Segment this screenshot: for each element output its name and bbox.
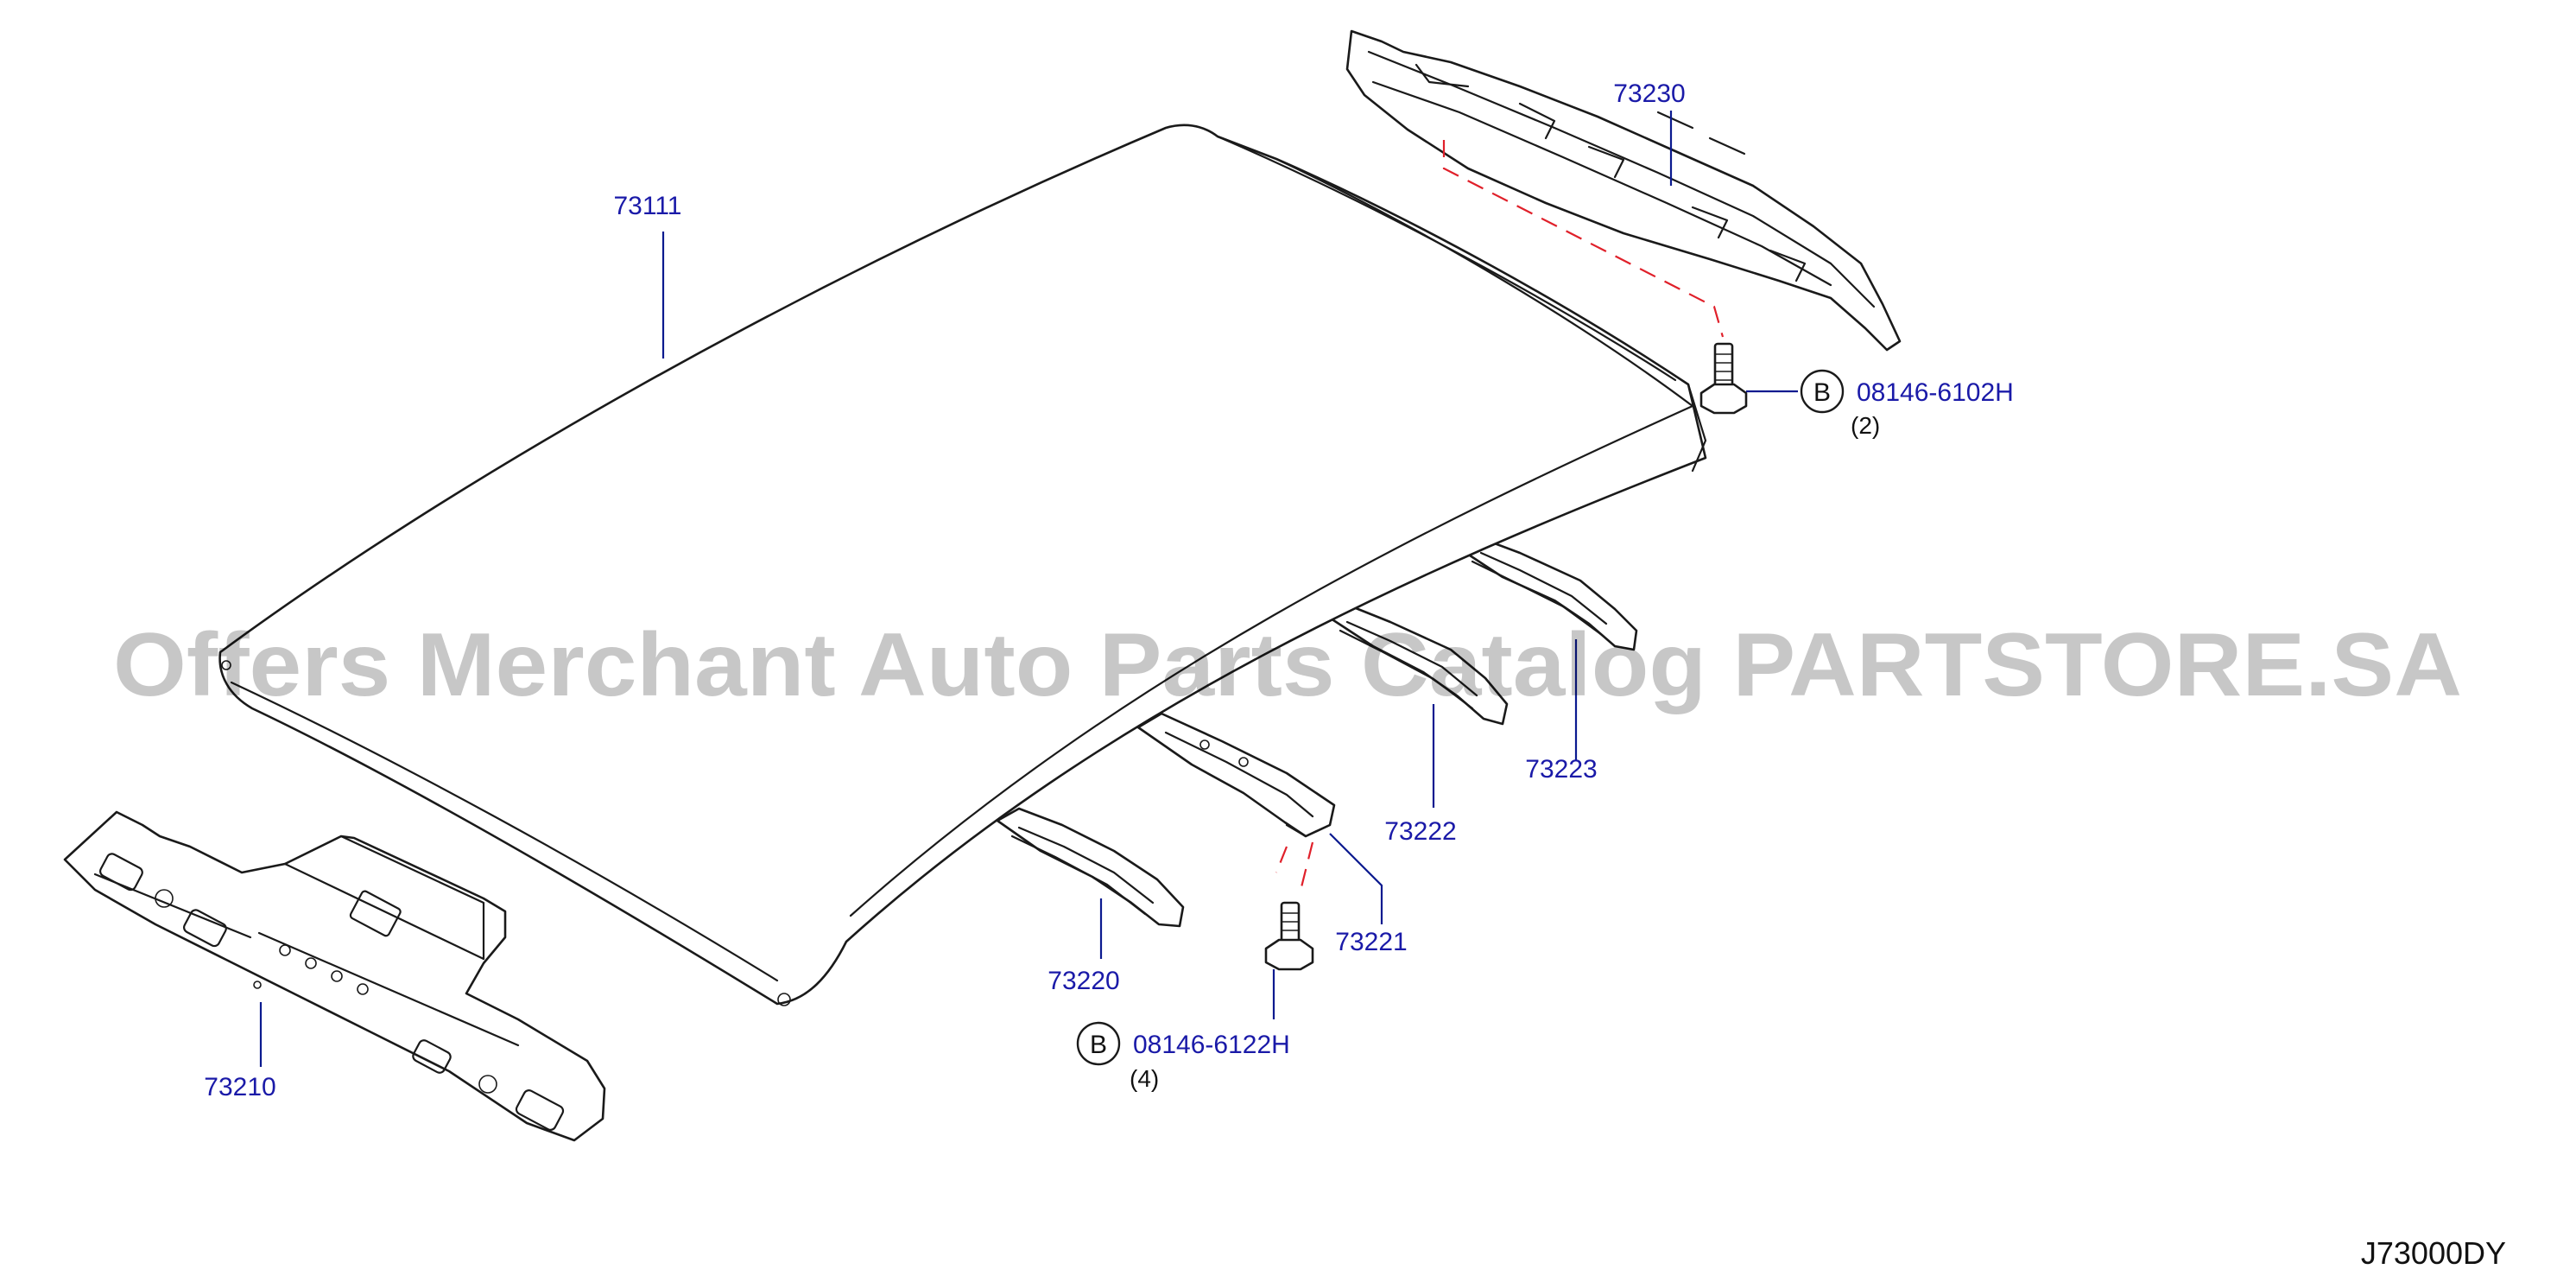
badge-circle-icon — [1076, 1021, 1121, 1066]
roof-bow-73220-drawing — [996, 807, 1185, 928]
fastener-part-number: 08146-6122H — [1133, 1031, 1290, 1059]
part-label-73222: 73222 — [1384, 817, 1456, 846]
part-label-73221: 73221 — [1335, 928, 1407, 956]
badge-circle-icon — [1800, 369, 1845, 414]
assembly-line-bow-2 — [1275, 846, 1288, 873]
assembly-line-bow — [1298, 841, 1314, 895]
part-label-73230: 73230 — [1613, 79, 1685, 108]
assembly-line-rear-rail — [1442, 140, 1725, 338]
fastener-callout-1: B 08146-6102H (2) — [1800, 369, 2014, 439]
roof-panel-73111-drawing — [218, 124, 1707, 1006]
fastener-badge-letter: B — [1813, 378, 1831, 407]
watermark-text: Offers Merchant Auto Parts Catalog PARTS… — [113, 615, 2462, 715]
bolt-08146-6102H-drawing — [1699, 342, 1748, 415]
bolt-08146-6122H-drawing — [1264, 901, 1314, 971]
rear-header-rail-73230-drawing — [1345, 29, 1902, 352]
leader-73221 — [1329, 833, 1383, 924]
part-label-73210: 73210 — [204, 1073, 275, 1101]
drawing-code: J73000DY — [2361, 1235, 2506, 1271]
roof-bow-73222-drawing — [1324, 603, 1509, 726]
fastener-quantity: (2) — [1851, 412, 1880, 439]
fastener-quantity: (4) — [1130, 1065, 1159, 1092]
part-label-73223: 73223 — [1525, 755, 1597, 784]
part-label-73220: 73220 — [1047, 967, 1119, 995]
part-label-73111: 73111 — [614, 192, 682, 220]
roof-bow-73221-drawing — [1136, 712, 1336, 838]
fastener-callout-2: B 08146-6122H (4) — [1076, 1021, 1290, 1092]
front-header-rail-73210-drawing — [63, 810, 606, 1142]
fastener-part-number: 08146-6102H — [1857, 378, 2014, 407]
fastener-badge-letter: B — [1090, 1031, 1107, 1059]
roof-bow-73223-drawing — [1458, 536, 1638, 651]
